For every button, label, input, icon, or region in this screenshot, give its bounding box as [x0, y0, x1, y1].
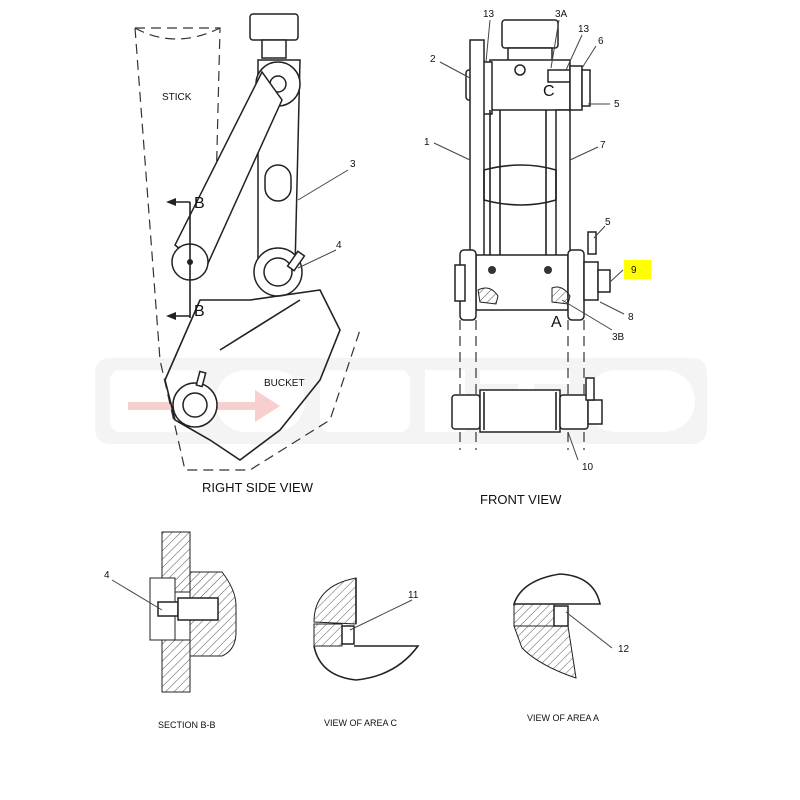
callout-3b: 3B [612, 332, 625, 343]
label-section-b-top: B [194, 195, 205, 212]
front-view [451, 19, 611, 450]
title-area-a: VIEW OF AREA A [527, 713, 599, 723]
callout-13-right: 13 [578, 24, 590, 35]
top-fitting [249, 13, 299, 41]
plate-1 [469, 39, 485, 261]
callout-4-section: 4 [104, 570, 110, 581]
bucket-lever [164, 289, 341, 461]
callout-6: 6 [598, 36, 604, 47]
callout-11: 11 [408, 590, 419, 601]
callout-4-side: 4 [336, 240, 342, 251]
right-side-leaders [297, 169, 349, 269]
callout-9: 9 [631, 265, 637, 276]
callout-8: 8 [628, 312, 634, 323]
title-section-bb: SECTION B-B [158, 720, 216, 730]
plate-7 [555, 109, 571, 261]
section-bb [149, 531, 237, 693]
front-view-leaders [433, 19, 625, 461]
callout-12: 12 [618, 644, 630, 655]
callout-2: 2 [430, 54, 436, 65]
callout-5-top: 5 [614, 99, 620, 110]
title-front-view: FRONT VIEW [480, 492, 562, 507]
stick-outline [134, 27, 361, 471]
right-side-view [134, 13, 361, 471]
callout-13-left: 13 [483, 9, 495, 20]
callout-3: 3 [350, 159, 356, 170]
label-area-c: C [543, 83, 555, 100]
callout-7: 7 [600, 140, 606, 151]
labels: STICK BUCKET B B C A RIGHT SIDE VIEW FRO… [104, 9, 651, 730]
callout-5-mid: 5 [605, 217, 611, 228]
callout-3a: 3A [555, 9, 568, 20]
title-area-c: VIEW OF AREA C [324, 718, 398, 728]
label-bucket: BUCKET [264, 378, 305, 389]
area-a-view [512, 573, 601, 679]
label-area-a: A [551, 314, 562, 331]
callout-9-highlight [624, 260, 651, 279]
section-bb-leader [111, 579, 163, 611]
area-c-view [313, 577, 420, 681]
callout-1: 1 [424, 137, 430, 148]
area-c-leader [349, 599, 413, 631]
area-a-leader [565, 611, 613, 649]
title-right-side-view: RIGHT SIDE VIEW [202, 480, 314, 495]
label-section-b-bottom: B [194, 303, 205, 320]
label-stick: STICK [162, 92, 192, 103]
callout-10: 10 [582, 462, 594, 473]
